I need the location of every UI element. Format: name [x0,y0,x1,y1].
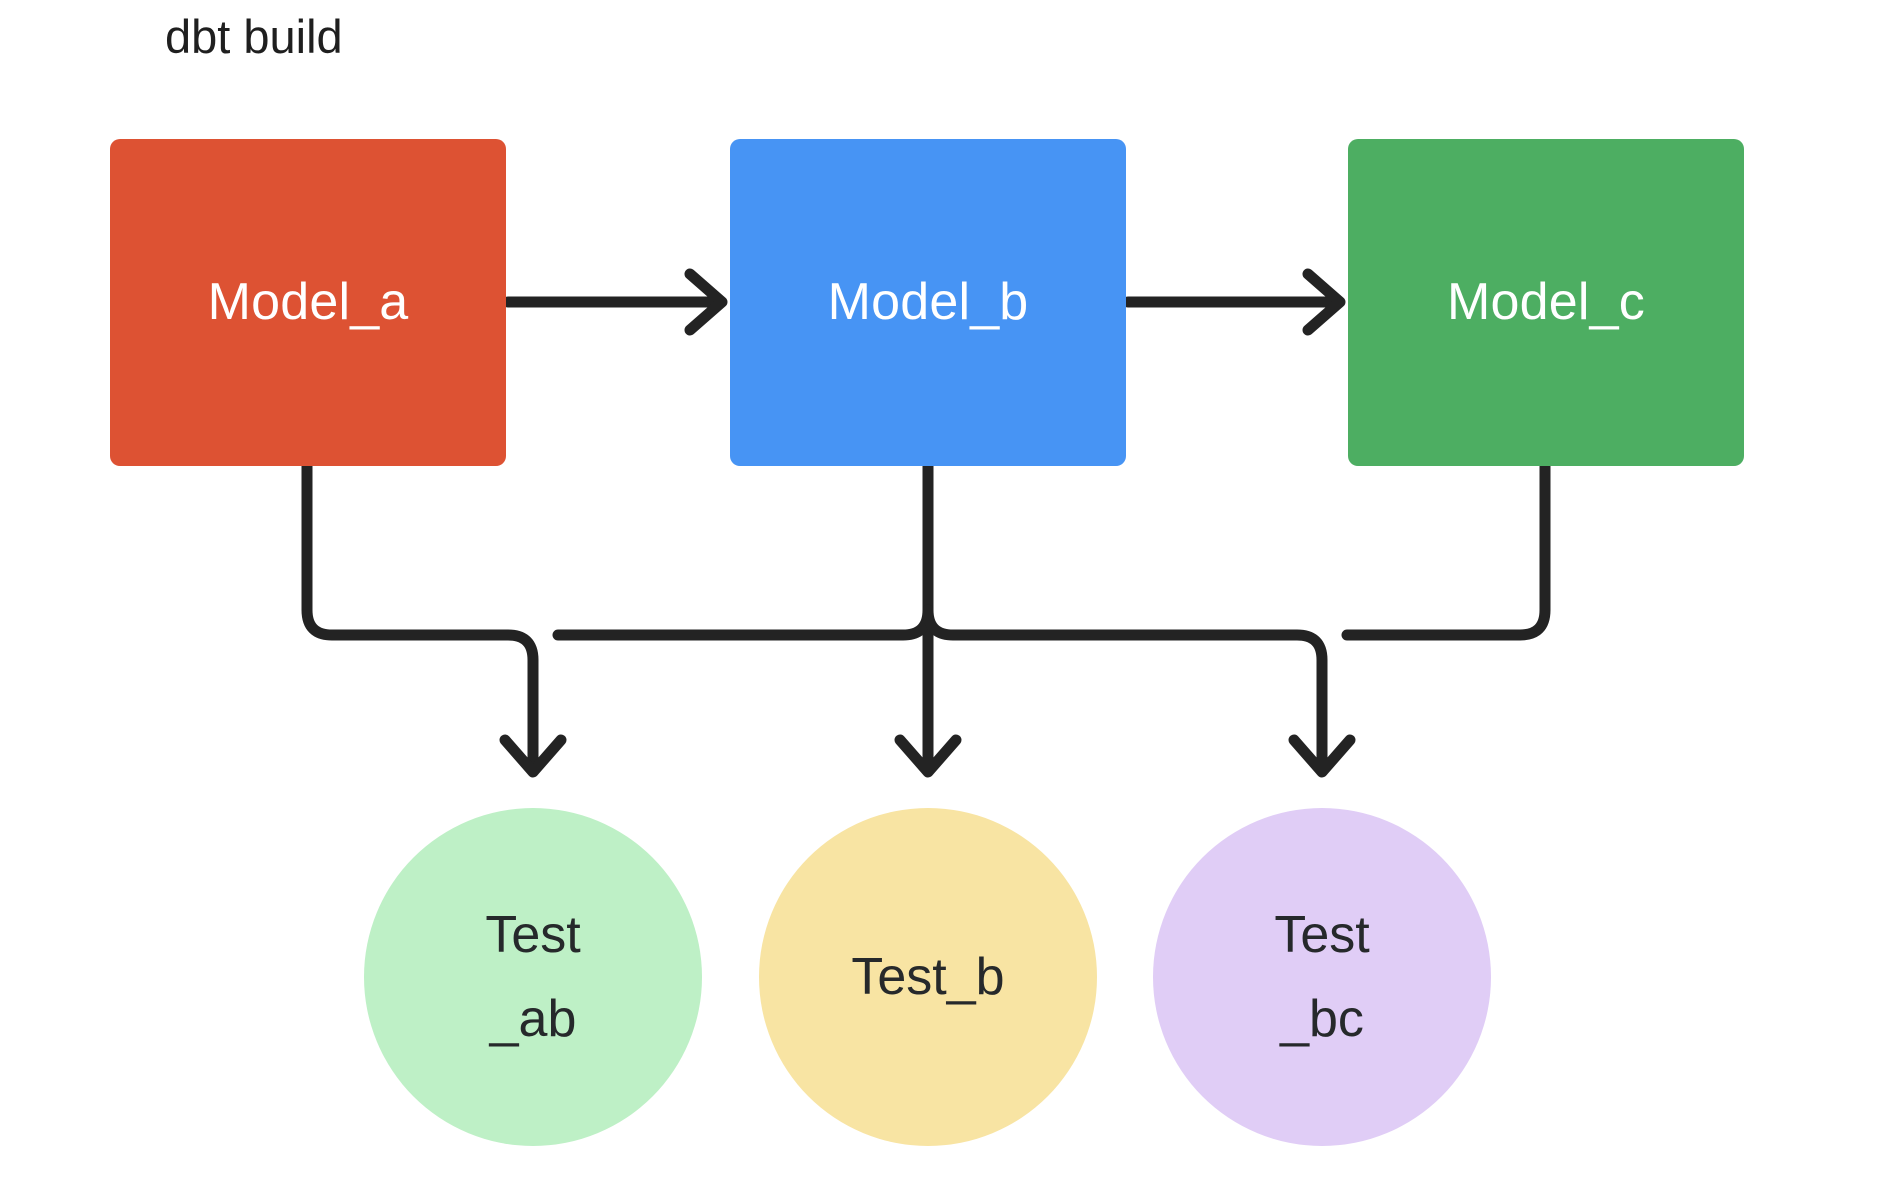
node-model-a[interactable]: Model_a [110,139,506,466]
edge-model-c-to-test-bc [1341,460,1551,641]
node-test-bc-label-line2: _bc [1280,990,1364,1048]
node-model-a-label: Model_a [207,272,409,331]
node-model-b[interactable]: Model_b [730,139,1126,466]
node-test-ab-label-line1: Test [485,905,581,964]
node-test-ab-label-line2: _ab [489,990,577,1048]
node-test-ab[interactable]: Test _ab [364,808,702,1146]
node-model-c[interactable]: Model_c [1348,139,1744,466]
node-test-bc-label-line1: Test [1274,905,1370,964]
edge-model-a-to-test-ab [301,460,567,778]
edge-model-a-to-model-b [502,268,728,336]
edge-model-b-to-test-bc [922,604,1356,778]
edge-model-b-to-test-ab [552,604,934,641]
edge-model-b-to-model-c [1122,268,1346,336]
node-test-b[interactable]: Test_b [759,808,1097,1146]
node-model-b-label: Model_b [827,272,1029,331]
page-title: dbt build [165,10,343,63]
node-test-b-label-line1: Test_b [851,947,1005,1006]
node-model-c-label: Model_c [1447,272,1645,331]
node-test-bc[interactable]: Test _bc [1153,808,1491,1146]
